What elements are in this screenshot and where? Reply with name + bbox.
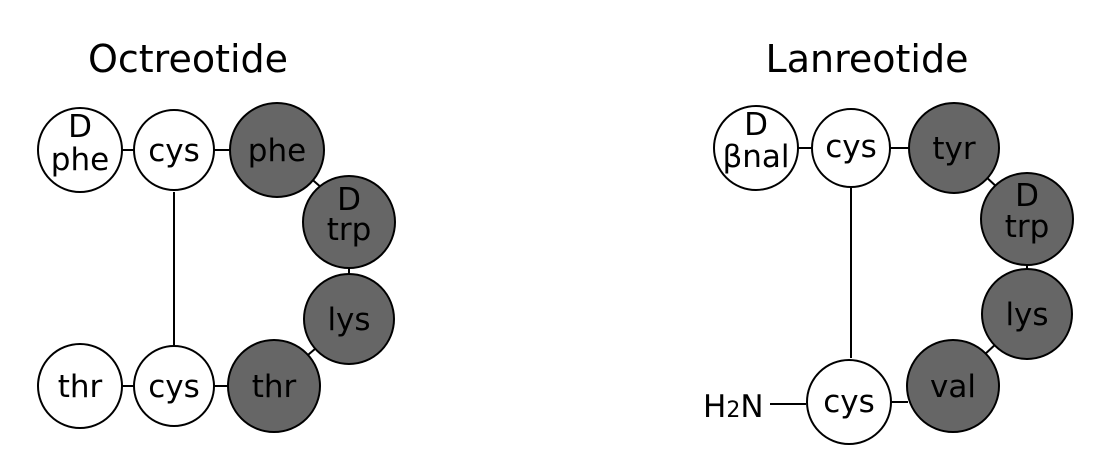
residue-label-line-2: phe <box>51 142 109 178</box>
residue-label: thr <box>252 369 297 405</box>
residue-label: phe <box>248 133 306 169</box>
residue-circle <box>806 359 892 445</box>
residue-cys-bottom: cys <box>806 359 892 445</box>
residue-circle <box>811 108 891 188</box>
amino-terminal-label: H2N <box>703 389 764 425</box>
residue-lys: lys <box>303 273 395 365</box>
residue-phe: phe <box>229 102 325 198</box>
residue-label-line-2: trp <box>327 212 372 248</box>
residue-thr-shaded: thr <box>227 339 321 433</box>
lanreotide-structure: Lanreotide D βnal cys tyr D trp <box>703 37 1074 445</box>
octreotide-title: Octreotide <box>88 37 288 81</box>
residue-label-line-1: D <box>744 107 768 143</box>
residue-label-line-1: D <box>1015 178 1039 214</box>
residue-circle <box>133 345 215 427</box>
residue-label-line-1: D <box>337 182 361 218</box>
terminal-h: H <box>703 389 726 425</box>
residue-label: cys <box>148 133 200 169</box>
residue-label: lys <box>1005 297 1048 333</box>
residue-circle <box>906 339 1000 433</box>
octreotide-structure: Octreotide D phe cys phe D trp <box>37 37 396 433</box>
residue-d-trp: D trp <box>980 172 1074 266</box>
residue-label: cys <box>148 369 200 405</box>
residue-circle <box>980 172 1074 266</box>
residue-cys-top: cys <box>133 109 215 191</box>
residue-label-line-2: trp <box>1005 209 1050 245</box>
residue-circle <box>303 273 395 365</box>
residue-circle <box>908 102 1000 194</box>
residue-circle <box>227 339 321 433</box>
residue-label: thr <box>58 369 103 405</box>
residue-label: val <box>930 369 976 405</box>
residue-cys-bottom: cys <box>133 345 215 427</box>
residue-tyr: tyr <box>908 102 1000 194</box>
residue-cys-top: cys <box>811 108 891 188</box>
residue-label: tyr <box>932 131 976 167</box>
terminal-n: N <box>740 389 763 425</box>
residue-label: lys <box>327 302 370 338</box>
lanreotide-title: Lanreotide <box>766 37 969 81</box>
residue-circle <box>37 343 123 429</box>
residue-d-phe: D phe <box>37 107 123 193</box>
residue-label: cys <box>825 129 877 165</box>
residue-circle <box>302 175 396 269</box>
residue-d-beta-nal: D βnal <box>713 105 799 191</box>
residue-circle <box>133 109 215 191</box>
residue-circle <box>981 268 1073 360</box>
residue-d-trp: D trp <box>302 175 396 269</box>
residue-thr: thr <box>37 343 123 429</box>
terminal-subscript: 2 <box>726 398 740 423</box>
residue-label-line-2: βnal <box>722 139 789 175</box>
residue-val: val <box>906 339 1000 433</box>
residue-circle <box>37 107 123 193</box>
residue-label-line-1: D <box>68 109 92 145</box>
residue-lys: lys <box>981 268 1073 360</box>
residue-circle <box>713 105 799 191</box>
residue-label: cys <box>823 384 875 420</box>
residue-circle <box>229 102 325 198</box>
